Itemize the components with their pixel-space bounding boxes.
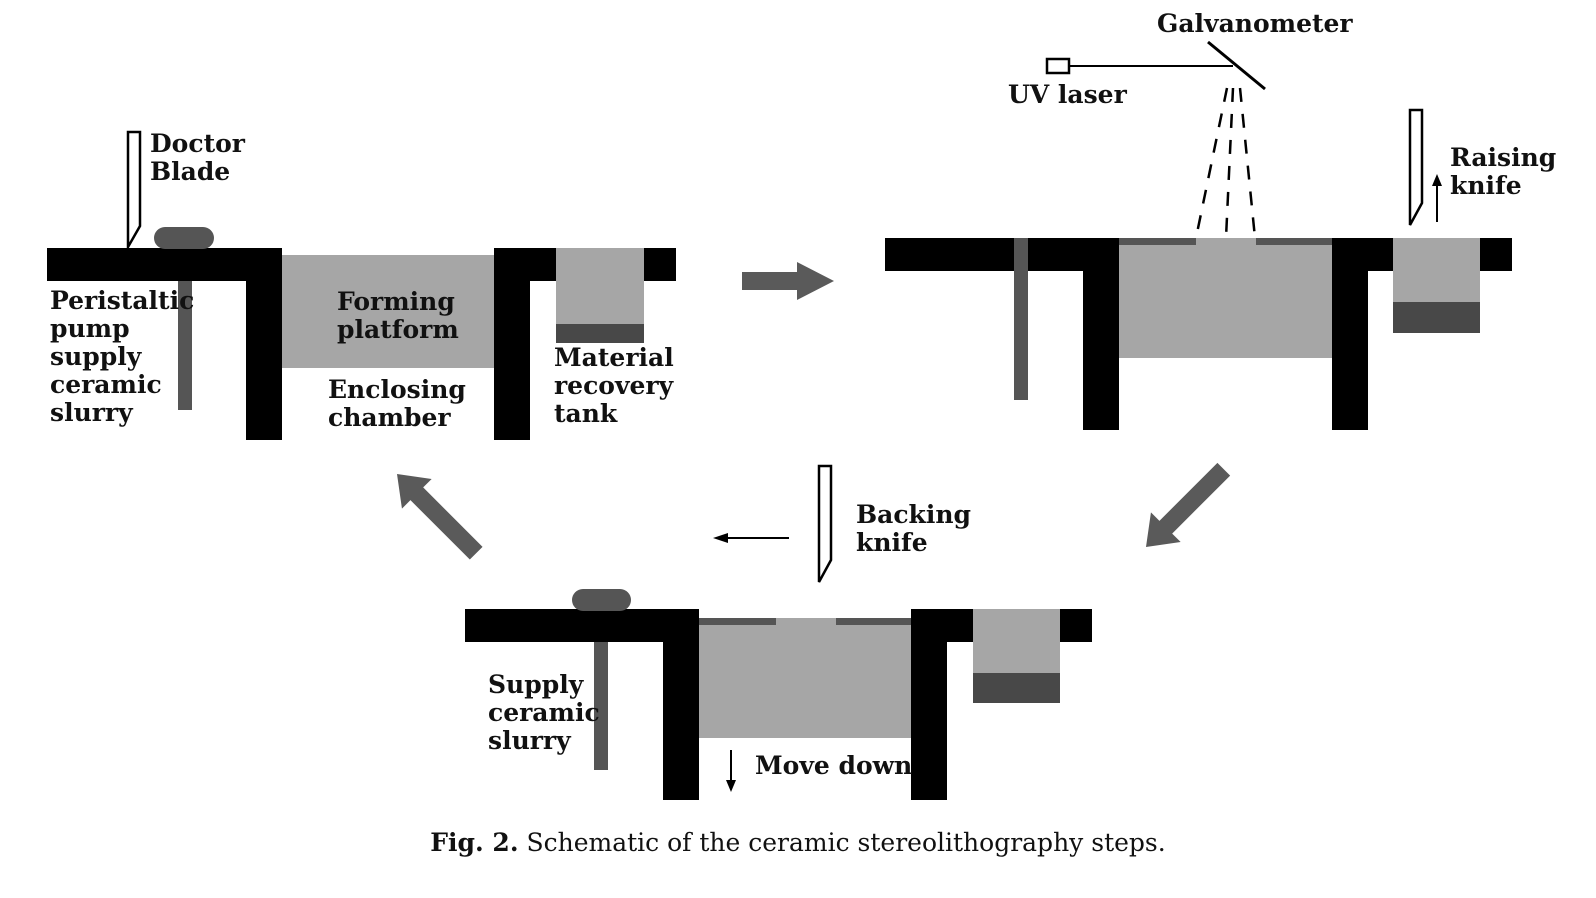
chamber-left-wall [246,248,282,440]
scan-beams [1194,87,1257,239]
move-down-arrow-head [726,780,736,792]
move-down-label: Move down [755,751,912,780]
flow-arrow-step2-to-step3 [1146,462,1231,547]
doctor-blade-shape [126,130,142,252]
chamber-right-wall [494,248,530,440]
pump-tube-2-top [1014,238,1028,271]
flow-arrow-step1-to-step2 [742,262,834,300]
chamber-left-wall-2 [1083,238,1119,430]
recovery-tank [556,248,644,324]
top-plate-left [47,248,279,281]
recovery-tank-3 [973,609,1060,673]
uv-laser-label: UV laser [1008,80,1128,109]
chamber-right-wall-3 [911,609,947,800]
top-plate-left-2 [885,238,1119,271]
supply-slurry-label: Supply ceramic slurry [488,670,608,755]
forming-platform-2 [1119,245,1332,358]
figure-caption: Fig. 2. Schematic of the ceramic stereol… [0,828,1596,857]
flow-arrow-step3-to-step1 [397,474,483,560]
pump-tube-3 [594,602,608,770]
forming-platform-block [282,255,494,368]
recovery-tank-2 [1393,238,1480,302]
panel-step-3: Backing knife Supply ceramic slurry Move… [465,464,1092,800]
top-plate-left-3 [465,609,699,642]
flow-arrows [397,262,1231,560]
panel-step-2: Galvanometer UV laser Raising knife [885,9,1565,430]
material-recovery-tank-label: Material recovery tank [554,343,682,428]
recovery-tank-residue-2 [1393,302,1480,333]
uv-laser-body [1045,57,1071,75]
recovery-tank-residue [556,324,644,343]
recovery-tank-residue-3 [973,673,1060,703]
forming-platform-label: Forming platform [337,287,464,344]
raising-knife-shape [1408,108,1424,226]
raising-arrow-head [1432,174,1442,186]
enclosing-chamber-label: Enclosing chamber [328,375,475,432]
chamber-left-wall-3 [663,609,699,800]
pump-head-3 [572,589,631,611]
backing-arrow-head [713,533,728,543]
chamber-right-wall-2 [1332,238,1368,430]
pump-head [154,227,214,249]
raising-knife-label: Raising knife [1450,143,1565,200]
cured-spot-3 [776,618,836,625]
figure-caption-text: Schematic of the ceramic stereolithograp… [518,828,1166,857]
pump-tube-2 [1014,238,1028,400]
panel-step-1: Doctor Blade Peristaltic pump supply cer… [47,129,682,440]
figure-caption-label: Fig. 2. [430,828,519,857]
backing-knife-label: Backing knife [856,500,980,557]
pump-tube [178,240,192,410]
doctor-blade-label: Doctor Blade [150,129,254,186]
peristaltic-pump-label: Peristaltic pump supply ceramic slurry [50,286,203,427]
backing-knife-shape [817,464,833,583]
galvanometer-mirror [1207,40,1266,91]
galvanometer-label: Galvanometer [1157,9,1353,38]
cured-spot-2 [1196,238,1256,245]
forming-platform-3 [699,624,911,738]
